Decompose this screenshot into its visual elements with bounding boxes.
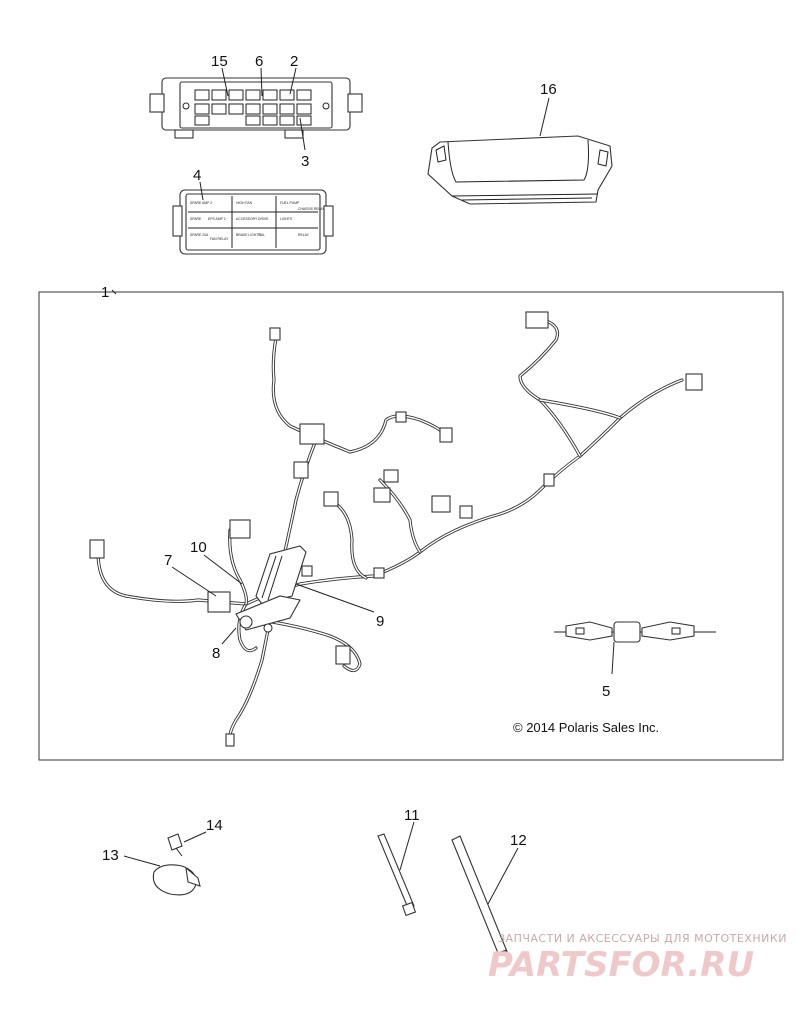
callout-3: 3 <box>301 153 309 170</box>
ecu-module <box>235 545 307 633</box>
fuse-box-top <box>149 77 363 139</box>
callout-5: 5 <box>602 683 610 700</box>
callout-6: 6 <box>255 53 263 70</box>
fuse-box-lid <box>427 135 613 205</box>
clamp <box>152 864 201 896</box>
callout-8: 8 <box>212 645 220 662</box>
fuse-box-cover: SPARE AMP 2 HIGH FAN FUEL PUMP CHASSIS R… <box>172 189 334 255</box>
fuse-label-i: LIGHTS <box>280 217 293 221</box>
fuse-label-g: ACCESSORY <box>236 217 258 221</box>
fuse-label-k: FAN RELAY <box>210 237 229 241</box>
cable-tie-long <box>451 835 511 967</box>
callout-14: 14 <box>206 817 223 834</box>
harness-connectors <box>89 311 703 747</box>
fuse-label-c: FUEL PUMP <box>280 201 300 205</box>
fuse-label-d: CHASSIS RELAY <box>298 207 325 211</box>
fuse-label-h: DRIVE <box>258 217 269 221</box>
harness-frame <box>38 291 784 761</box>
screw <box>167 833 183 857</box>
callout-10: 10 <box>190 539 207 556</box>
callout-16: 16 <box>540 81 557 98</box>
cable-tie-short <box>377 833 417 917</box>
fuse-label-j: SPARE 20A <box>190 233 209 237</box>
copyright: © 2014 Polaris Sales Inc. <box>513 720 659 735</box>
fuse-label-n: RELAY <box>298 233 310 237</box>
watermark-tagline: ЗАПЧАСТИ И АКСЕССУАРЫ ДЛЯ МОТОТЕХНИКИ <box>498 932 787 945</box>
callout-15: 15 <box>211 53 228 70</box>
watermark-brand: PARTSFOR.RU <box>488 945 754 985</box>
inline-fuse-holder <box>554 621 716 643</box>
fuse-label-a: SPARE AMP 2 <box>190 201 212 205</box>
callout-11: 11 <box>404 807 420 824</box>
fuse-label-f: EPS AMP 2 <box>208 217 226 221</box>
callout-2: 2 <box>290 53 298 70</box>
fuse-label-b: HIGH FAN <box>236 201 253 205</box>
callout-9: 9 <box>376 613 384 630</box>
fuse-label-m: TAIL <box>258 233 265 237</box>
fuse-label-e: SPARE <box>190 217 202 221</box>
callout-13: 13 <box>102 847 119 864</box>
callout-4: 4 <box>193 167 201 184</box>
callout-12: 12 <box>510 832 527 849</box>
callout-1: 1 <box>101 284 109 301</box>
fuse-label-l: BRAKE LIGHTS <box>236 233 261 237</box>
wiring-harness <box>96 318 684 744</box>
callout-7: 7 <box>164 552 172 569</box>
